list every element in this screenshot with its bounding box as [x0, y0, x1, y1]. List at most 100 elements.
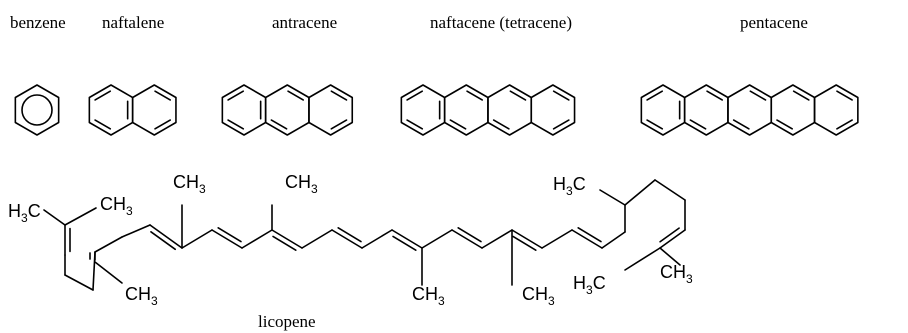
- methyl-label-left-top-2: CH3: [100, 194, 133, 218]
- double-bond: [406, 90, 424, 101]
- double-bond: [749, 90, 767, 101]
- chain-bond: [211, 229, 243, 249]
- chain-bond: [624, 179, 656, 206]
- label-naphthalene: naftalene: [102, 13, 164, 32]
- ring: [221, 84, 267, 136]
- benzene-ring: [14, 84, 60, 136]
- anthracene-structure: [221, 84, 354, 136]
- double-bond: [154, 90, 172, 101]
- benzene-structure: [14, 84, 60, 136]
- chain-bond: [64, 274, 94, 291]
- methyl-label-2: CH3: [285, 172, 318, 196]
- methyl-label-right-top: H3C: [553, 174, 586, 198]
- tetracene-structure: [400, 84, 576, 136]
- double-bond: [646, 119, 664, 130]
- double-bond: [270, 119, 288, 130]
- methyl-label-4: CH3: [522, 284, 555, 308]
- ring: [683, 84, 729, 136]
- chain-bond: [181, 229, 213, 249]
- double-bond: [227, 119, 245, 130]
- methyl-label-1: CH3: [173, 172, 206, 196]
- chain-bond: [624, 247, 661, 271]
- double-bond: [217, 227, 242, 243]
- chain-bond: [541, 229, 573, 249]
- ring: [640, 84, 686, 136]
- double-bond: [792, 90, 810, 101]
- lycopene-atom-labels: H3C CH3 CH3 CH3 CH3 CH3 CH3 H3C H3C CH3: [8, 172, 693, 308]
- methyl-label-left-bottom: CH3: [125, 284, 158, 308]
- double-bond: [227, 90, 245, 101]
- double-bond: [732, 119, 750, 130]
- chain-bond: [571, 229, 603, 249]
- double-bond: [492, 119, 510, 130]
- chain-bond: [481, 229, 513, 249]
- chain-bond: [64, 207, 97, 226]
- double-bond: [512, 235, 537, 251]
- chain-bond: [361, 229, 393, 249]
- label-pentacene: pentacene: [740, 13, 808, 32]
- label-benzene: benzene: [10, 13, 66, 32]
- ring: [530, 84, 576, 136]
- ring: [727, 84, 773, 136]
- chain-bond: [659, 229, 686, 249]
- double-bond: [272, 235, 297, 251]
- double-bond: [330, 90, 348, 101]
- chain-bond: [43, 209, 66, 226]
- double-bond: [659, 227, 680, 243]
- methyl-label-3: CH3: [412, 284, 445, 308]
- double-bond: [337, 227, 362, 243]
- label-tetracene: naftacene (tetracene): [430, 13, 572, 32]
- lycopene-structure: [43, 179, 686, 291]
- double-bond: [836, 119, 853, 130]
- ring: [308, 84, 354, 136]
- chain-bond: [94, 236, 123, 253]
- double-bond: [94, 119, 112, 130]
- chain-bond: [271, 229, 303, 249]
- label-anthracene: antracene: [272, 13, 337, 32]
- ring: [487, 84, 533, 136]
- double-bond: [836, 90, 853, 101]
- ring: [813, 84, 859, 136]
- chain-bond: [94, 261, 123, 284]
- ring: [264, 84, 310, 136]
- label-lycopene: licopene: [258, 312, 316, 331]
- double-bond: [706, 90, 724, 101]
- methyl-label-left-top-1: H3C: [8, 201, 41, 225]
- chain-bond: [451, 229, 483, 249]
- double-bond: [330, 119, 348, 130]
- pentacene-structure: [640, 84, 859, 136]
- chain-bond: [421, 229, 453, 249]
- double-bond: [287, 90, 305, 101]
- chain-bond: [511, 229, 543, 249]
- double-bond: [689, 119, 707, 130]
- double-bond: [154, 119, 172, 130]
- double-bond: [552, 119, 570, 130]
- double-bond: [466, 90, 484, 101]
- chain-bond: [301, 229, 333, 249]
- chain-bond: [654, 179, 686, 201]
- double-bond: [392, 235, 417, 251]
- double-bond: [646, 90, 664, 101]
- double-bond: [509, 90, 527, 101]
- double-bond: [150, 231, 177, 251]
- chain-bond: [331, 229, 363, 249]
- chain-bond: [149, 224, 183, 249]
- naphthalene-structure: [88, 84, 177, 136]
- chain-bond: [391, 229, 423, 249]
- double-bond: [406, 119, 424, 130]
- double-bond: [776, 119, 793, 130]
- ring: [131, 84, 177, 136]
- chain-bond: [121, 224, 151, 238]
- ring: [88, 84, 134, 136]
- aromatic-circle: [21, 94, 53, 126]
- double-bond: [94, 90, 112, 101]
- chain-bond: [659, 247, 681, 266]
- double-bond: [577, 227, 602, 243]
- methyl-label-right-bottom-1: H3C: [573, 273, 606, 297]
- double-bond: [552, 90, 570, 101]
- methyl-label-right-bottom-2: CH3: [660, 262, 693, 286]
- ring: [443, 84, 489, 136]
- chain-bond: [599, 189, 626, 206]
- chain-bond: [241, 229, 273, 249]
